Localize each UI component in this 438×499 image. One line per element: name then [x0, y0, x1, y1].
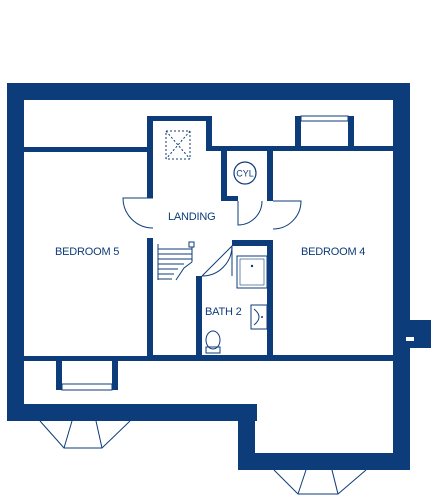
landing-label: LANDING: [168, 211, 216, 223]
bedroom4-label: BEDROOM 4: [301, 246, 365, 258]
internal-walls: [24, 116, 393, 390]
bedroom5-window: [61, 383, 113, 391]
outer-walls: [7, 83, 410, 470]
stairs: [157, 241, 195, 281]
left-bay-window: [39, 420, 131, 449]
bath2-label: BATH 2: [205, 306, 242, 318]
right-bay-window: [273, 469, 367, 495]
bedroom5-label: BEDROOM 5: [55, 246, 119, 258]
bath-fixtures: [205, 255, 268, 354]
cylinder: CYL: [233, 161, 257, 185]
right-notch: [393, 320, 431, 348]
skylight: [165, 130, 191, 160]
bedroom4-window: [300, 115, 349, 122]
doors: [122, 197, 302, 277]
cylinder-label: CYL: [236, 169, 254, 179]
